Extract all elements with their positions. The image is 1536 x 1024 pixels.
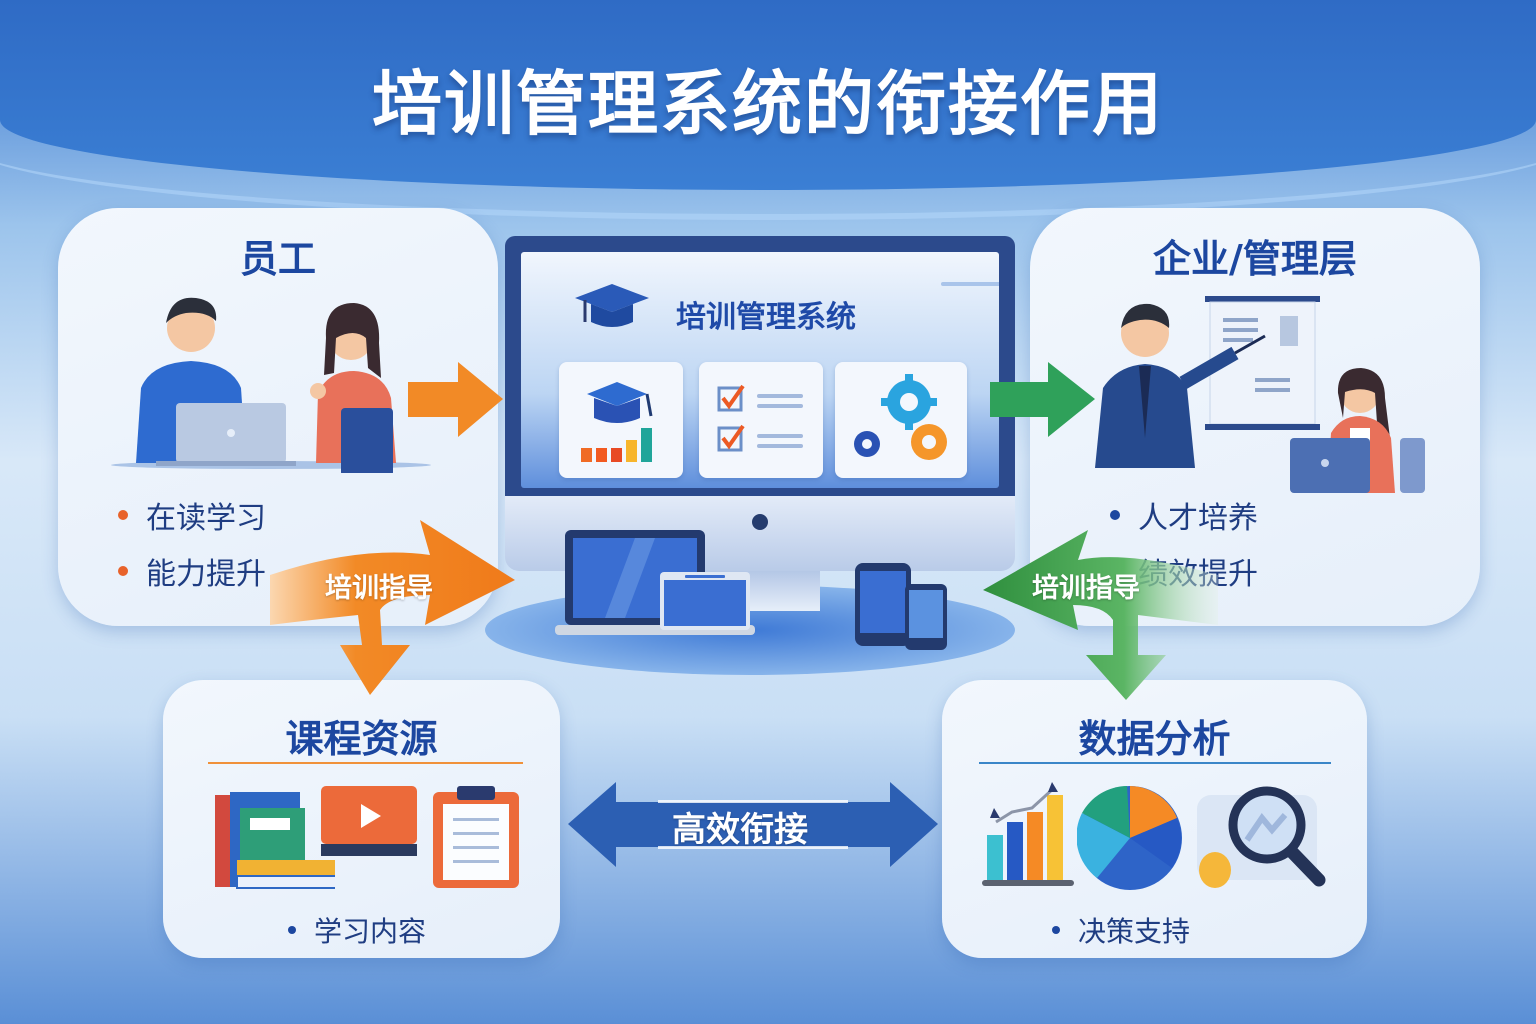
bullet-item: 能力提升 <box>118 549 266 593</box>
manager-presentation-illustration-icon <box>1095 296 1425 493</box>
settings-card[interactable] <box>835 362 967 478</box>
monitor-power-dot <box>752 514 768 530</box>
bullet-item: 学习内容 <box>288 910 426 950</box>
management-panel: 企业/管理层 人才培养 绩效提升 <box>1030 208 1480 626</box>
bullet-dot <box>118 566 128 576</box>
employees-illustration-icon <box>111 297 431 473</box>
checklist-card[interactable] <box>699 362 823 478</box>
page-title: 培训管理系统的衔接作用 <box>372 63 1164 145</box>
screen-decoration-line <box>941 282 999 286</box>
bullet-item: 人才培养 <box>1110 493 1258 537</box>
left-curve-arrow-label: 培训指导 <box>325 573 433 604</box>
monitor-screen: 培训管理系统 <box>521 252 999 488</box>
curved-arrow-green-icon <box>983 530 1218 700</box>
tablet-icon <box>660 572 750 630</box>
header-wave-decoration <box>0 110 1536 220</box>
arrow-right-orange-icon <box>408 362 503 437</box>
gears-icon <box>854 374 947 460</box>
analytics-panel-title: 数据分析 <box>1078 717 1231 761</box>
analytics-divider <box>979 762 1331 764</box>
bullet-item: 在读学习 <box>118 493 266 537</box>
courses-bullets: 学习内容 <box>288 910 426 962</box>
pie-chart-icon <box>1077 786 1182 890</box>
curved-arrow-orange-icon <box>270 520 515 695</box>
employee-panel-title: 员工 <box>239 237 316 281</box>
analytics-bullets: 决策支持 <box>1052 910 1190 962</box>
video-play-icon <box>321 786 417 856</box>
right-curve-arrow-label: 培训指导 <box>1032 573 1140 604</box>
bullet-item: 决策支持 <box>1052 910 1190 950</box>
books-icon <box>215 792 335 889</box>
management-panel-title: 企业/管理层 <box>1153 237 1357 281</box>
checklist-icon <box>717 384 803 452</box>
analytics-panel: 数据分析 决策支持 <box>942 680 1367 958</box>
bullet-dot <box>1110 510 1120 520</box>
courses-panel: 课程资源 学习内容 <box>163 680 560 958</box>
bar-chart-icon <box>982 782 1074 886</box>
graduation-cap-chart-icon <box>581 382 653 462</box>
system-monitor: 培训管理系统 <box>505 236 1015 611</box>
bullet-dot <box>288 926 296 934</box>
clipboard-icon <box>433 786 519 888</box>
arrow-right-green-icon <box>990 362 1095 437</box>
course-stats-card[interactable] <box>559 362 683 478</box>
employee-bullets: 在读学习 能力提升 <box>118 493 266 605</box>
double-arrow-icon <box>568 782 938 867</box>
bottom-link-label: 高效衔接 <box>672 810 808 850</box>
phone-icon <box>855 563 911 646</box>
phone-small-icon <box>905 584 947 650</box>
magnifier-icon <box>1197 786 1326 888</box>
system-screen-title: 培训管理系统 <box>676 300 856 335</box>
courses-divider <box>208 762 523 764</box>
graduation-cap-icon <box>575 284 649 327</box>
bullet-dot <box>118 510 128 520</box>
bullet-dot <box>1052 926 1060 934</box>
courses-panel-title: 课程资源 <box>285 717 438 761</box>
